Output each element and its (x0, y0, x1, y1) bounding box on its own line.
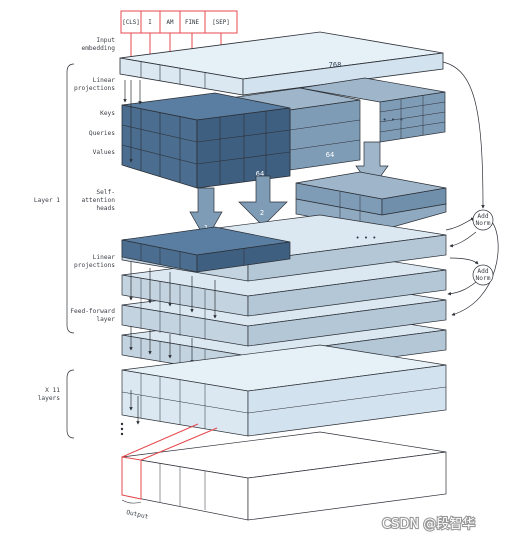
label-self-attention-1: Self- (96, 189, 115, 196)
label-self-attention-3: heads (96, 205, 115, 212)
label-input-embedding-2: embedding (81, 45, 115, 52)
label-queries: Queries (89, 130, 115, 137)
label-linear-projections-1b: projections (74, 85, 115, 92)
head-dim-64-front: 64 (256, 170, 264, 178)
embedding-dim-label: 768 (329, 61, 342, 69)
embedding-slab: 768 (119, 31, 444, 96)
add-norm-node-1 (472, 209, 494, 231)
label-output: Output (126, 509, 150, 521)
add-norm-2-line1: Add (477, 268, 488, 275)
token-fine: FINE (185, 20, 199, 26)
residual-connections: Add Norm Add Norm (442, 61, 499, 316)
label-keys: Keys (100, 110, 115, 117)
add-norm-1-line1: Add (477, 213, 488, 220)
token-cls: [CLS] (122, 20, 139, 26)
token-sep: [SEP] (212, 20, 229, 26)
attention-head-block-front: 64 (121, 80, 291, 189)
left-labels: Input embedding Linear projections Keys … (34, 37, 149, 521)
token-am: AM (167, 20, 174, 26)
token-i: I (148, 20, 152, 26)
watermark: CSDN @段智华 (382, 517, 475, 532)
label-linear-projections-1a: Linear (93, 77, 116, 84)
head-ellipsis-top: • • • (382, 116, 403, 124)
label-feed-forward-2: layer (96, 316, 115, 323)
head-output-block-back (295, 171, 447, 231)
label-layer-1: Layer 1 (34, 197, 60, 204)
label-feed-forward-1: Feed-forward (70, 308, 115, 315)
label-x11-2: layers (38, 395, 61, 402)
label-x11-1: X 11 (45, 387, 60, 394)
label-values: Values (93, 149, 116, 156)
head-ellipsis-bottom: • • • (355, 234, 376, 242)
head-dim-64-middle: 64 (326, 151, 334, 159)
left-brackets (66, 63, 75, 439)
repeated-layer-slab (120, 344, 447, 437)
label-linear-projections-2a: Linear (93, 254, 116, 261)
attention-head-block-middle: 64 (229, 87, 361, 171)
attention-head-block-back: • • • (299, 77, 446, 143)
output-slab (121, 423, 447, 521)
label-self-attention-2: attention (81, 197, 115, 204)
arrow-label-2: 2 (260, 209, 264, 217)
add-norm-2-line2: Norm (476, 275, 491, 282)
add-norm-node-2 (472, 264, 494, 286)
add-norm-1-line2: Norm (476, 220, 491, 227)
label-linear-projections-2b: projections (74, 262, 115, 269)
label-input-embedding-1: Input (96, 37, 115, 44)
